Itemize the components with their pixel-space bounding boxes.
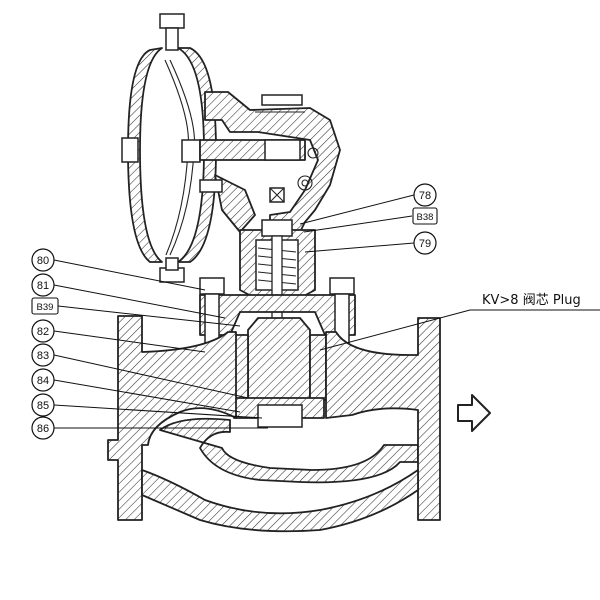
- callout-80: 80: [31, 248, 55, 272]
- svg-text:B38: B38: [417, 212, 434, 223]
- svg-text:80: 80: [37, 255, 49, 267]
- callout-79: 79: [413, 231, 437, 255]
- valve-plug: [231, 317, 327, 428]
- svg-text:79: 79: [419, 238, 431, 250]
- callout-85: 85: [31, 393, 55, 417]
- svg-text:84: 84: [37, 375, 49, 387]
- flow-arrow-icon: [457, 394, 491, 432]
- callout-82: 82: [31, 319, 55, 343]
- valve-body: [107, 315, 441, 533]
- svg-text:86: 86: [37, 423, 49, 435]
- callout-B39: B39: [31, 297, 59, 315]
- callout-86: 86: [31, 416, 55, 440]
- svg-text:83: 83: [37, 350, 49, 362]
- leader-lines: [53, 194, 600, 429]
- svg-text:B39: B39: [37, 302, 54, 313]
- svg-text:78: 78: [419, 190, 431, 202]
- callout-B38: B38: [412, 207, 438, 225]
- callout-83: 83: [31, 343, 55, 367]
- callout-81: 81: [31, 273, 55, 297]
- callout-84: 84: [31, 368, 55, 392]
- plug-label: KV>8 阀芯 Plug: [482, 293, 581, 308]
- svg-text:81: 81: [37, 280, 49, 292]
- yoke-housing: [199, 91, 341, 233]
- svg-text:82: 82: [37, 326, 49, 338]
- bonnet-flange: [199, 277, 356, 345]
- callout-78: 78: [413, 183, 437, 207]
- svg-text:85: 85: [37, 400, 49, 412]
